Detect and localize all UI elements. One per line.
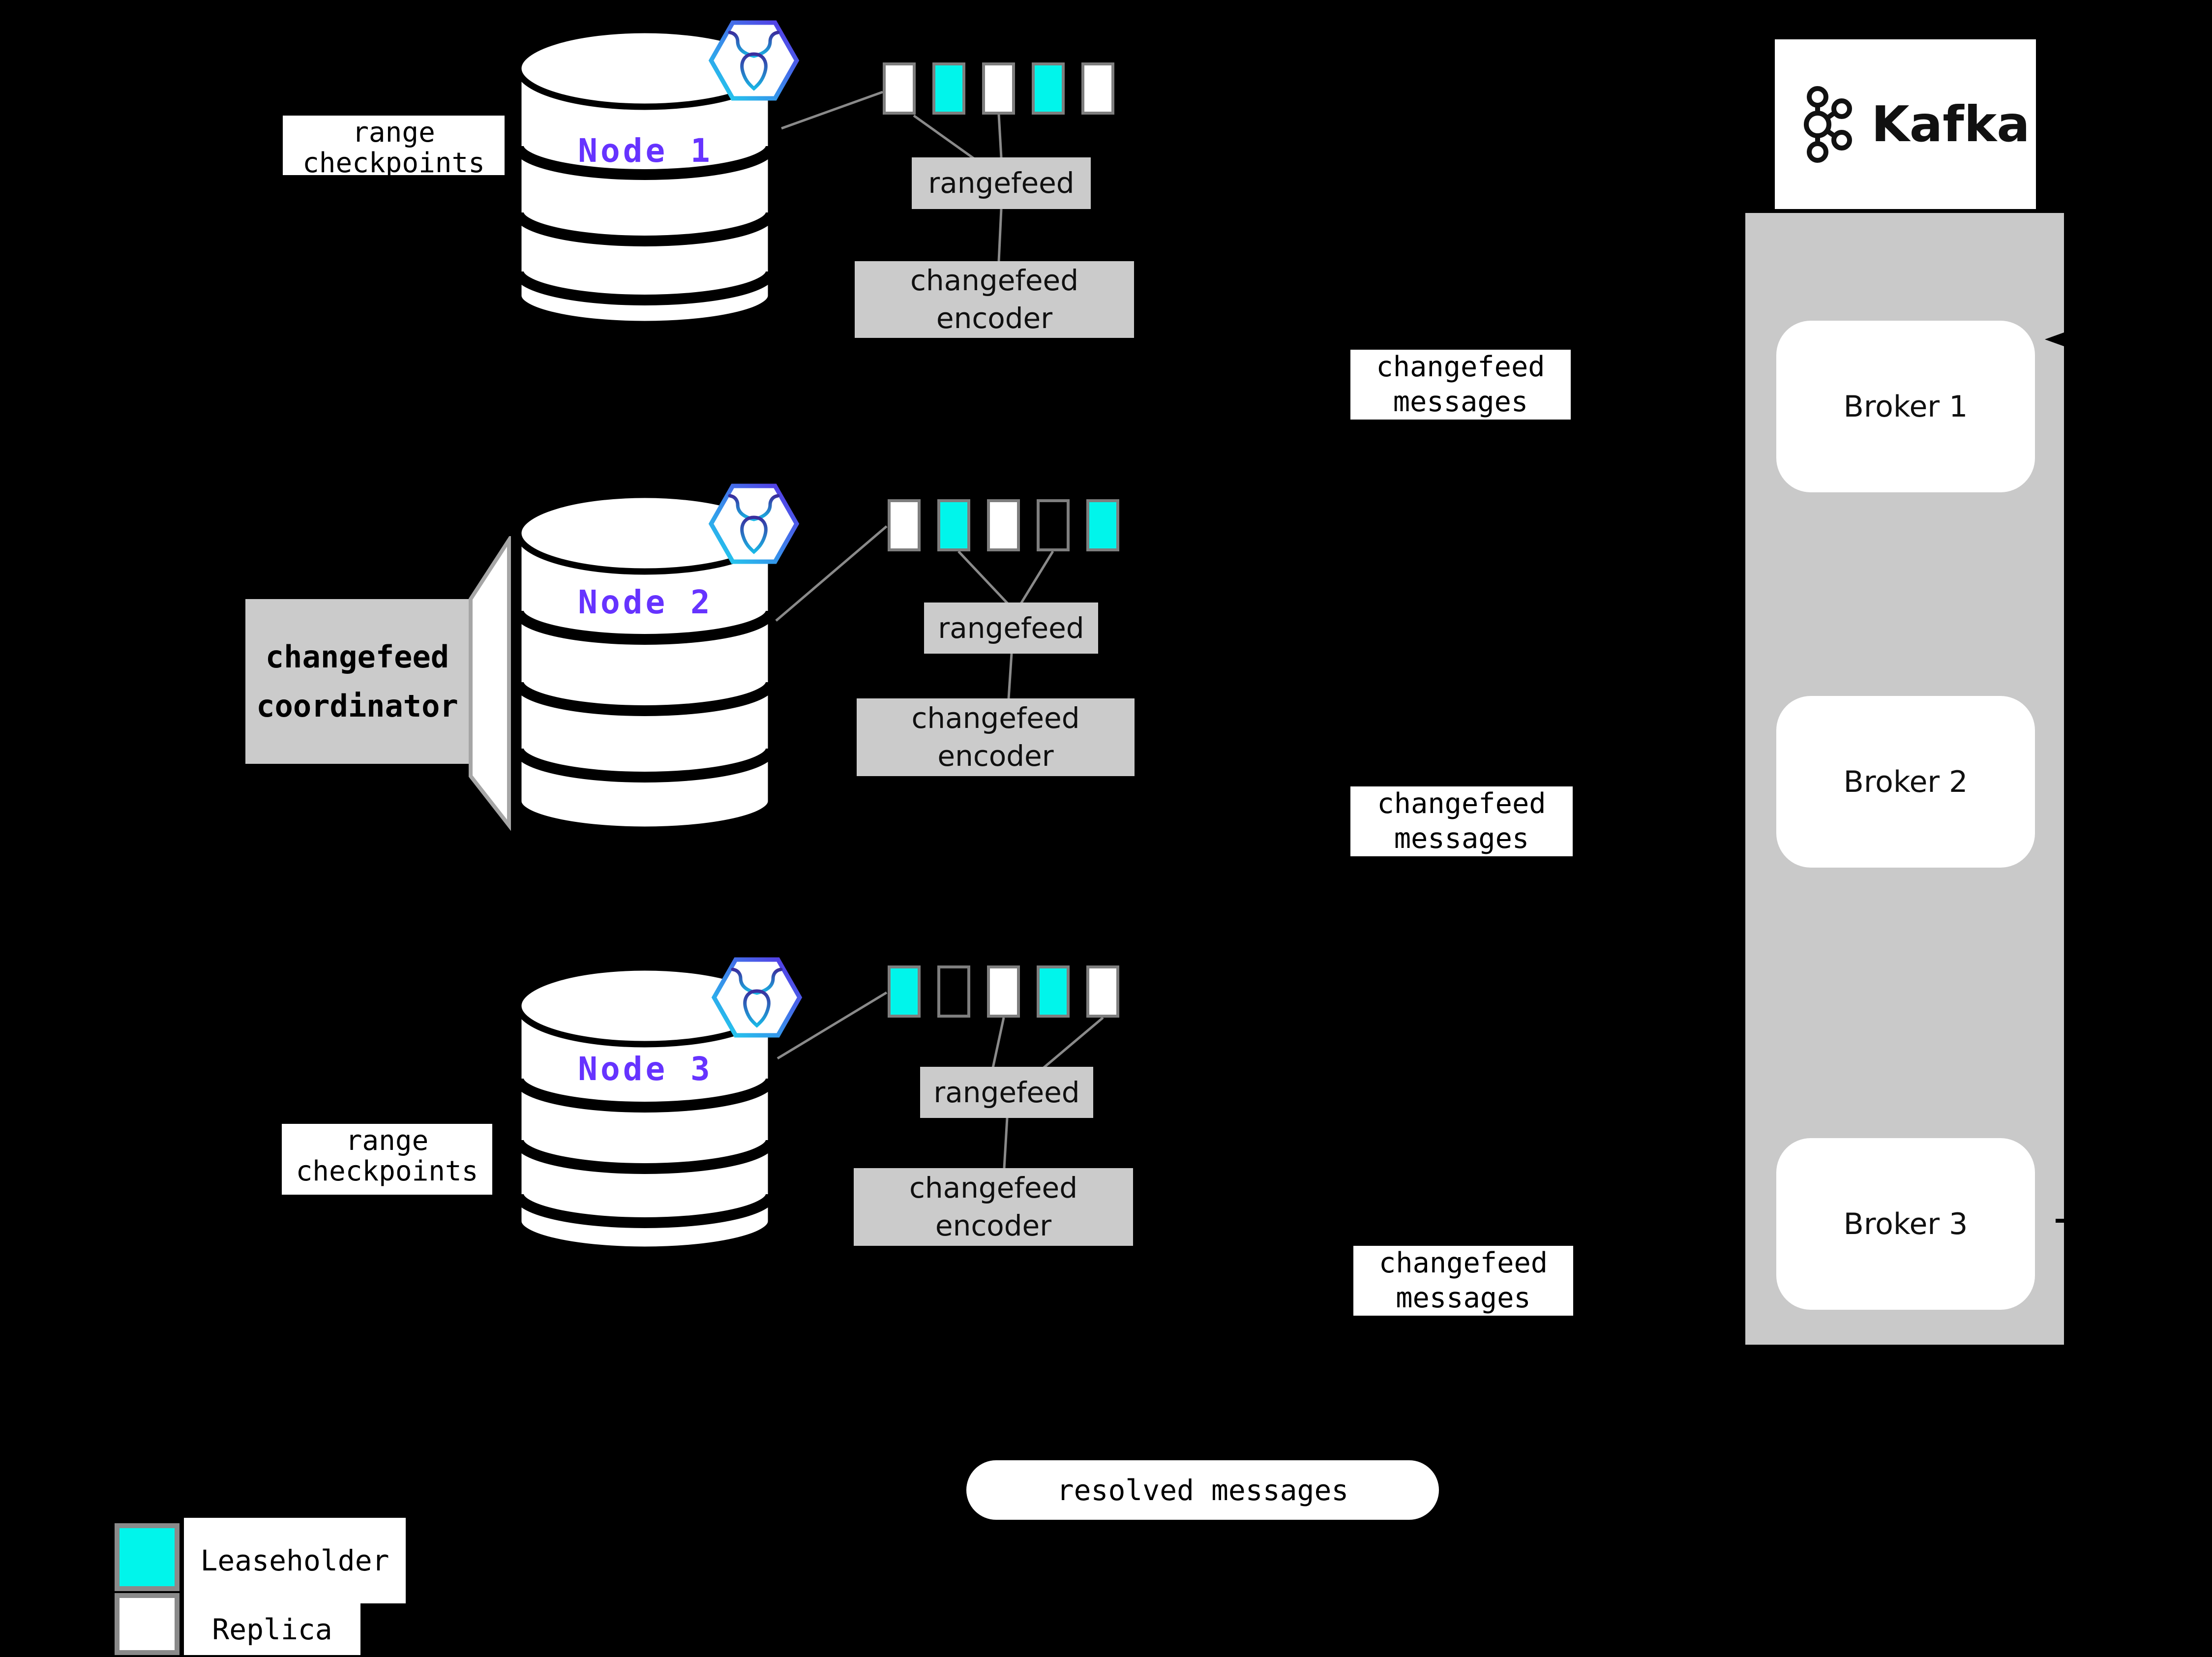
legend-leaseholder-swatch [115,1523,179,1591]
node-2-changefeed-encoder-box: changefeed encoder [857,698,1135,776]
kafka-header: Kafka [1775,39,2036,209]
kafka-panel: Broker 1 Broker 2 Broker 3 [1745,213,2064,1345]
cockroachdb-icon [711,957,803,1038]
range-square [888,965,921,1018]
legend-replica-label: Replica [184,1603,360,1655]
broker-2: Broker 2 [1776,696,2035,868]
range-square [1032,62,1065,115]
node-2-rangefeed-box: rangefeed [924,603,1098,654]
legend-replica-swatch [115,1593,179,1655]
node-2-changefeed-messages-label: changefeed messages [1350,786,1573,856]
broker-1: Broker 1 [1776,321,2035,492]
range-square [888,499,921,551]
cockroachdb-icon [708,483,800,564]
kafka-title: Kafka [1871,95,2030,153]
node-3-range-checkpoints-label: range checkpoints [282,1124,492,1195]
range-square [937,499,970,551]
node-3-changefeed-encoder-box: changefeed encoder [854,1168,1133,1246]
range-square [1086,965,1119,1018]
node-1-changefeed-encoder-box: changefeed encoder [855,261,1134,338]
cockroachdb-icon [708,20,800,101]
node-3-changefeed-messages-label: changefeed messages [1353,1246,1573,1316]
arrowhead-into-broker1 [2045,326,2083,353]
range-square [982,62,1015,115]
arrow-tail-broker3 [2056,1219,2083,1223]
changefeed-coordinator-label: changefeed coordinator [245,599,469,764]
range-square [1081,62,1114,115]
legend-leaseholder-label: Leaseholder [184,1518,406,1603]
range-square [987,499,1020,551]
node-1-range-checkpoints-label: range checkpoints [283,116,505,175]
node-2-label: Node 2 [578,583,713,621]
resolved-messages-pill: resolved messages [966,1460,1439,1520]
gray-connectors [775,90,1104,1169]
broker-1-label: Broker 1 [1843,389,1968,424]
coordinator-flag [469,536,511,831]
range-square [932,62,965,115]
node-1-label: Node 1 [578,132,713,170]
range-square [987,965,1020,1018]
range-square [1086,499,1119,551]
range-square [937,965,970,1018]
node-3-rangefeed-box: rangefeed [920,1067,1093,1118]
node-1-rangefeed-box: rangefeed [912,157,1091,209]
node-1-changefeed-messages-label: changefeed messages [1350,350,1571,420]
node-1-cylinder [513,27,777,328]
broker-2-label: Broker 2 [1843,764,1968,799]
range-square [1037,499,1070,551]
broker-3: Broker 3 [1776,1138,2035,1310]
node-2-cylinder [513,491,777,833]
range-square [883,62,916,115]
range-square [1037,965,1070,1018]
broker-3-label: Broker 3 [1843,1206,1968,1241]
node-3-label: Node 3 [578,1050,713,1088]
kafka-icon [1804,86,1853,163]
